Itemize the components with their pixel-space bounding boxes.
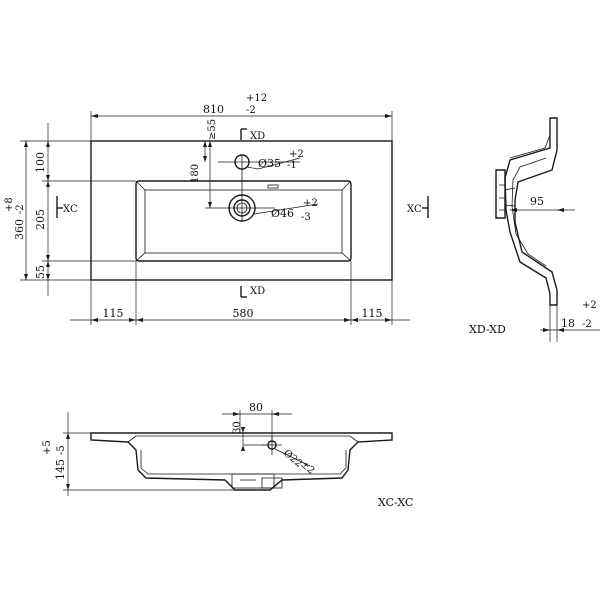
tap-tol-minus: -1 <box>287 160 297 171</box>
tol-thickness-plus: +2 <box>582 300 597 311</box>
drain-body <box>231 473 275 489</box>
dim-drain-offset: 180 <box>190 164 201 183</box>
basin-outline <box>90 140 393 281</box>
dim-side-depth: 95 <box>530 195 544 208</box>
dim-30: 30 <box>232 421 243 434</box>
dim-mid: 580 <box>233 307 254 320</box>
bowl-inner <box>144 189 343 254</box>
dim-bottom: 55 <box>34 265 47 279</box>
top-view: 810 +12 -2 XD ≥55 180 Ø35 +2 -1 Ø46 +2 -… <box>4 93 429 325</box>
section-label-xc: XC-XC <box>378 496 413 509</box>
dim-height: 360 <box>13 219 26 240</box>
dim-top: 100 <box>34 152 47 173</box>
tol-height-plus: +8 <box>4 197 15 212</box>
section-xc-left: XC <box>63 204 78 215</box>
drain-hole-label: Ø46 <box>271 207 294 220</box>
dim-front-depth: 145 <box>54 459 67 480</box>
dim-right: 115 <box>362 307 383 320</box>
overflow-fitting <box>495 169 506 219</box>
overflow-slot <box>267 184 279 189</box>
drain-tol-plus: +2 <box>303 198 318 209</box>
side-section-view: 95 +2 18 -2 XD-XD <box>469 117 600 342</box>
bowl-outer <box>135 180 352 262</box>
section-xd-top: XD <box>250 131 265 142</box>
tap-tol-plus: +2 <box>289 149 304 160</box>
basin-front-profile <box>90 432 393 491</box>
tol-width-minus: -2 <box>246 105 256 116</box>
dim-left: 115 <box>103 307 124 320</box>
tap-hole-label: Ø35 <box>258 157 281 170</box>
section-xd-bottom: XD <box>250 286 265 297</box>
dim-80: 80 <box>249 401 263 414</box>
front-section-view: 80 30 Ø22 ±2 +5 145 -5 XC-XC <box>42 401 413 509</box>
dim-thickness: 18 <box>561 317 575 330</box>
tol-width-plus: +12 <box>246 93 267 104</box>
section-label-xd: XD-XD <box>469 323 506 336</box>
drain-tol-minus: -3 <box>301 212 311 223</box>
section-xc-right: XC <box>407 204 422 215</box>
dim-tap-offset: ≥55 <box>207 119 218 140</box>
tol-thickness-minus: -2 <box>582 319 592 330</box>
tol-depth-plus: +5 <box>42 440 53 455</box>
dim-mid-v: 205 <box>34 209 47 230</box>
tol-height-minus: -2 <box>15 204 26 214</box>
tol-depth-minus: -5 <box>56 445 67 455</box>
dim-width: 810 <box>203 103 224 116</box>
